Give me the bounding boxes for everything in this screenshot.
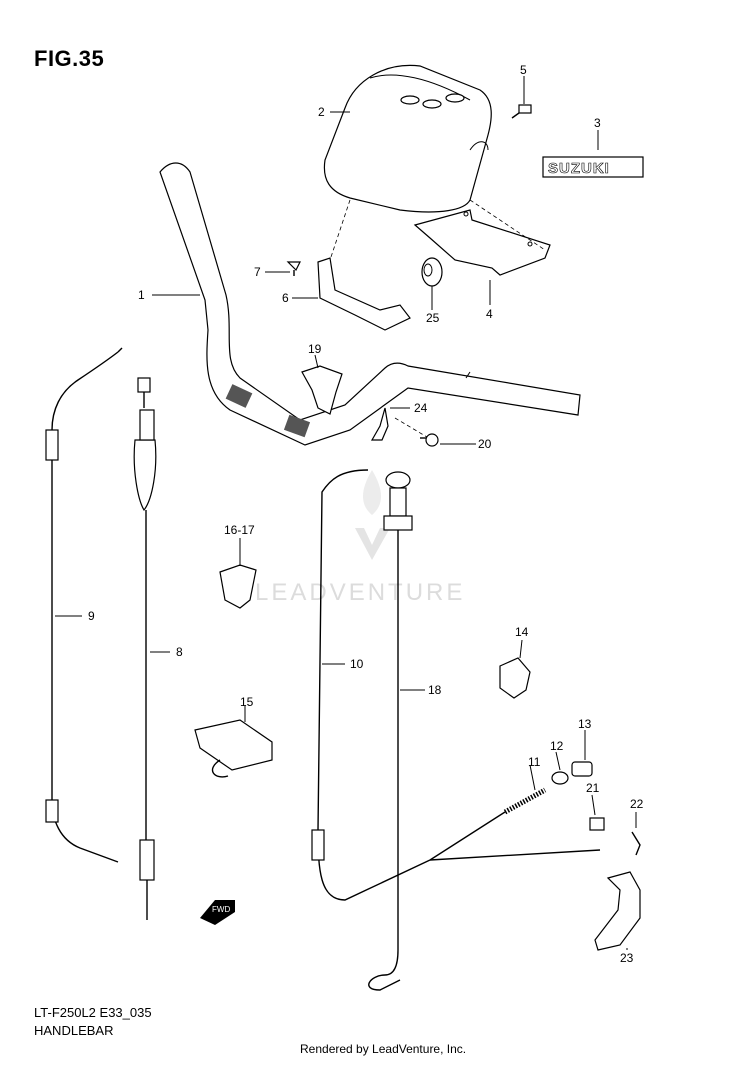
callout-3: 3	[594, 116, 601, 130]
callout-12: 12	[550, 739, 564, 753]
part-11-spring	[429, 787, 601, 861]
part-2-handlebar-cover	[323, 64, 492, 213]
part-12-collar	[551, 771, 569, 785]
callout-22: 22	[630, 797, 644, 811]
part-5-bolt	[511, 104, 532, 119]
callout-6: 6	[282, 291, 289, 305]
part-6-plate	[317, 257, 411, 331]
rendered-by-credit: Rendered by LeadVenture, Inc.	[300, 1042, 467, 1056]
part-13-sleeve	[571, 761, 593, 777]
callout-labels: 1 2 3 4 5 6 7 8 9 10 11 12 13 14 15 16-1…	[88, 63, 644, 965]
part-4-bracket	[413, 209, 551, 276]
callout-16-17: 16-17	[224, 523, 255, 537]
callout-20: 20	[478, 437, 492, 451]
part-24-clip	[370, 407, 389, 441]
callout-21: 21	[586, 781, 600, 795]
part-21-screw	[589, 817, 605, 831]
callout-8: 8	[176, 645, 183, 659]
fwd-arrow: FWD	[200, 900, 235, 925]
part-19-clamp	[301, 365, 343, 415]
leader-lines	[55, 76, 637, 950]
callout-14: 14	[515, 625, 529, 639]
fwd-arrow-text: FWD	[212, 905, 230, 914]
figure-name: HANDLEBAR	[34, 1023, 114, 1038]
callout-2: 2	[318, 105, 325, 119]
part-14-clamp	[499, 657, 531, 699]
part-16-17-clamp	[219, 564, 257, 609]
part-10-cable	[311, 469, 431, 901]
watermark: LEADVENTURE	[255, 470, 465, 606]
part-9-throttle-cable	[45, 347, 123, 863]
callout-13: 13	[578, 717, 592, 731]
watermark-text: LEADVENTURE	[255, 579, 465, 606]
part-25-grommet	[421, 257, 443, 287]
part-20-bolt	[420, 433, 439, 447]
callout-4: 4	[486, 307, 493, 321]
callout-19: 19	[308, 342, 322, 356]
callout-11: 11	[528, 755, 541, 769]
callout-25: 25	[426, 311, 440, 325]
part-15-holder	[194, 719, 273, 778]
callout-9: 9	[88, 609, 95, 623]
callout-7: 7	[254, 265, 261, 279]
handlebar-grip-band	[225, 384, 253, 408]
callout-5: 5	[520, 63, 527, 77]
callout-23: 23	[620, 951, 634, 965]
watermark-logo-icon	[355, 528, 390, 560]
part-22-clip	[631, 831, 641, 856]
part-3-emblem: SUZUKI	[542, 156, 644, 178]
brand-emblem-text: SUZUKI	[548, 160, 610, 177]
model-code: LT-F250L2 E33_035	[34, 1005, 152, 1020]
part-8-cable	[133, 377, 157, 920]
part-7-screw	[286, 261, 301, 276]
watermark-flame-icon	[363, 470, 381, 515]
part-18-choke-cable	[368, 471, 413, 991]
callout-15: 15	[240, 695, 254, 709]
part-23-lever	[594, 871, 641, 951]
callout-1: 1	[138, 288, 145, 302]
figure-title: FIG.35	[34, 46, 105, 71]
handlebar-grip-band	[283, 414, 311, 438]
callout-10: 10	[350, 657, 364, 671]
part-1-handlebar	[159, 162, 581, 446]
callout-18: 18	[428, 683, 442, 697]
callout-24: 24	[414, 401, 428, 415]
